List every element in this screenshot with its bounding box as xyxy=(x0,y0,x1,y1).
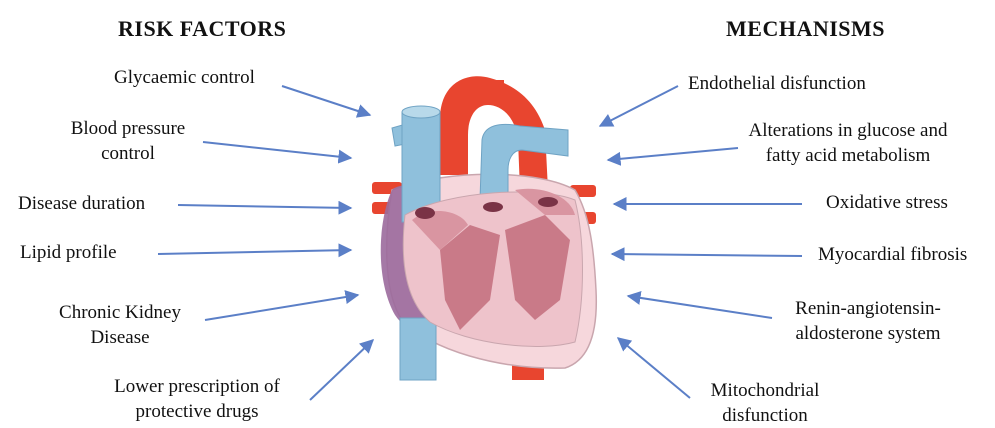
arrow-glucose-metabolism xyxy=(608,148,738,160)
mechanism-endothelial: Endothelial disfunction xyxy=(688,71,866,96)
arrow-ckd xyxy=(205,295,358,320)
arrow-blood-pressure xyxy=(203,142,351,158)
mechanism-myocardial-fibrosis: Myocardial fibrosis xyxy=(818,242,967,267)
mechanism-oxidative-stress: Oxidative stress xyxy=(826,190,948,215)
arrow-lipid-profile xyxy=(158,250,351,254)
mechanism-raas: Renin-angiotensin-aldosterone system xyxy=(778,296,958,346)
risk-factor-lipid-profile: Lipid profile xyxy=(20,240,117,265)
risk-factor-glycaemic: Glycaemic control xyxy=(114,65,255,90)
arrow-disease-duration xyxy=(178,205,351,208)
arrow-myocardial-fibrosis xyxy=(612,254,802,256)
inferior-vena-cava xyxy=(400,318,436,380)
arrow-mitochondrial xyxy=(618,338,690,398)
arrow-glycaemic xyxy=(282,86,370,115)
heart-icon xyxy=(372,76,596,380)
risk-factor-disease-duration: Disease duration xyxy=(18,191,145,216)
arrow-drugs xyxy=(310,340,373,400)
arrow-raas xyxy=(628,296,772,318)
arrow-endothelial xyxy=(600,86,678,126)
